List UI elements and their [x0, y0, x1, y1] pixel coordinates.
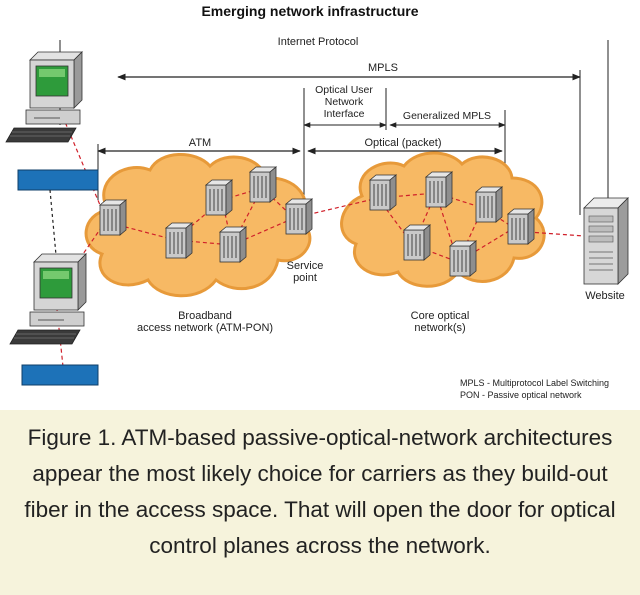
- optical-packet-label: Optical (packet): [364, 137, 441, 149]
- network-switch-icon: [249, 166, 277, 203]
- core-network-label-line2: network(s): [414, 322, 465, 334]
- caption-panel: Figure 1. ATM-based passive-optical-netw…: [0, 410, 640, 595]
- network-diagram: Emerging network infrastructure Internet…: [5, 3, 629, 400]
- desktop-computer-icon: [9, 253, 87, 345]
- network-switch-icon: [369, 174, 397, 211]
- mpls-span-label: MPLS: [368, 62, 398, 74]
- network-switch-icon: [475, 186, 503, 223]
- network-switch-icon: [219, 226, 247, 263]
- network-switch-icon: [403, 224, 431, 261]
- desktop-computer-icon: [5, 51, 83, 143]
- internet-protocol-label: Internet Protocol: [278, 36, 359, 48]
- network-switch-icon: [449, 240, 477, 277]
- atm-span-label: ATM: [189, 137, 211, 149]
- optical-uni-label-line2: Network: [325, 96, 364, 108]
- diagram-title: Emerging network infrastructure: [201, 3, 418, 19]
- server-tower-icon: [583, 197, 629, 285]
- figure-caption: Figure 1. ATM-based passive-optical-netw…: [24, 425, 616, 558]
- network-switch-icon: [99, 199, 127, 236]
- network-switch-icon: [285, 198, 313, 235]
- splitter-connection: [49, 189, 57, 256]
- optical-splitter-icon: [17, 169, 99, 191]
- broadband-network-label-line1: Broadband: [178, 310, 232, 322]
- protocol-spans: Internet Protocol MPLS Optical User Netw…: [59, 36, 609, 215]
- core-network-label-line1: Core optical: [411, 310, 470, 322]
- link: [527, 231, 585, 237]
- website-label: Website: [585, 290, 625, 302]
- link: [231, 217, 295, 246]
- network-switch-icon: [165, 222, 193, 259]
- link: [435, 192, 459, 263]
- network-switch-icon: [205, 179, 233, 216]
- service-point-label-line1: Service: [287, 260, 324, 272]
- network-switch-icon: [425, 171, 453, 208]
- legend-entry: MPLS - Multiprotocol Label Switching: [460, 378, 609, 388]
- network-switch-icon: [507, 208, 535, 245]
- legend: MPLS - Multiprotocol Label Switching PON…: [460, 378, 609, 400]
- broadband-network-label-line2: access network (ATM-PON): [137, 322, 273, 334]
- optical-splitter-icon: [21, 364, 99, 386]
- link: [117, 224, 176, 241]
- legend-entry: PON - Passive optical network: [460, 390, 582, 400]
- service-point-label-line2: point: [293, 272, 317, 284]
- optical-uni-label-line3: Interface: [324, 108, 365, 120]
- optical-uni-label-line1: Optical User: [315, 84, 373, 96]
- generalized-mpls-label: Generalized MPLS: [403, 110, 491, 122]
